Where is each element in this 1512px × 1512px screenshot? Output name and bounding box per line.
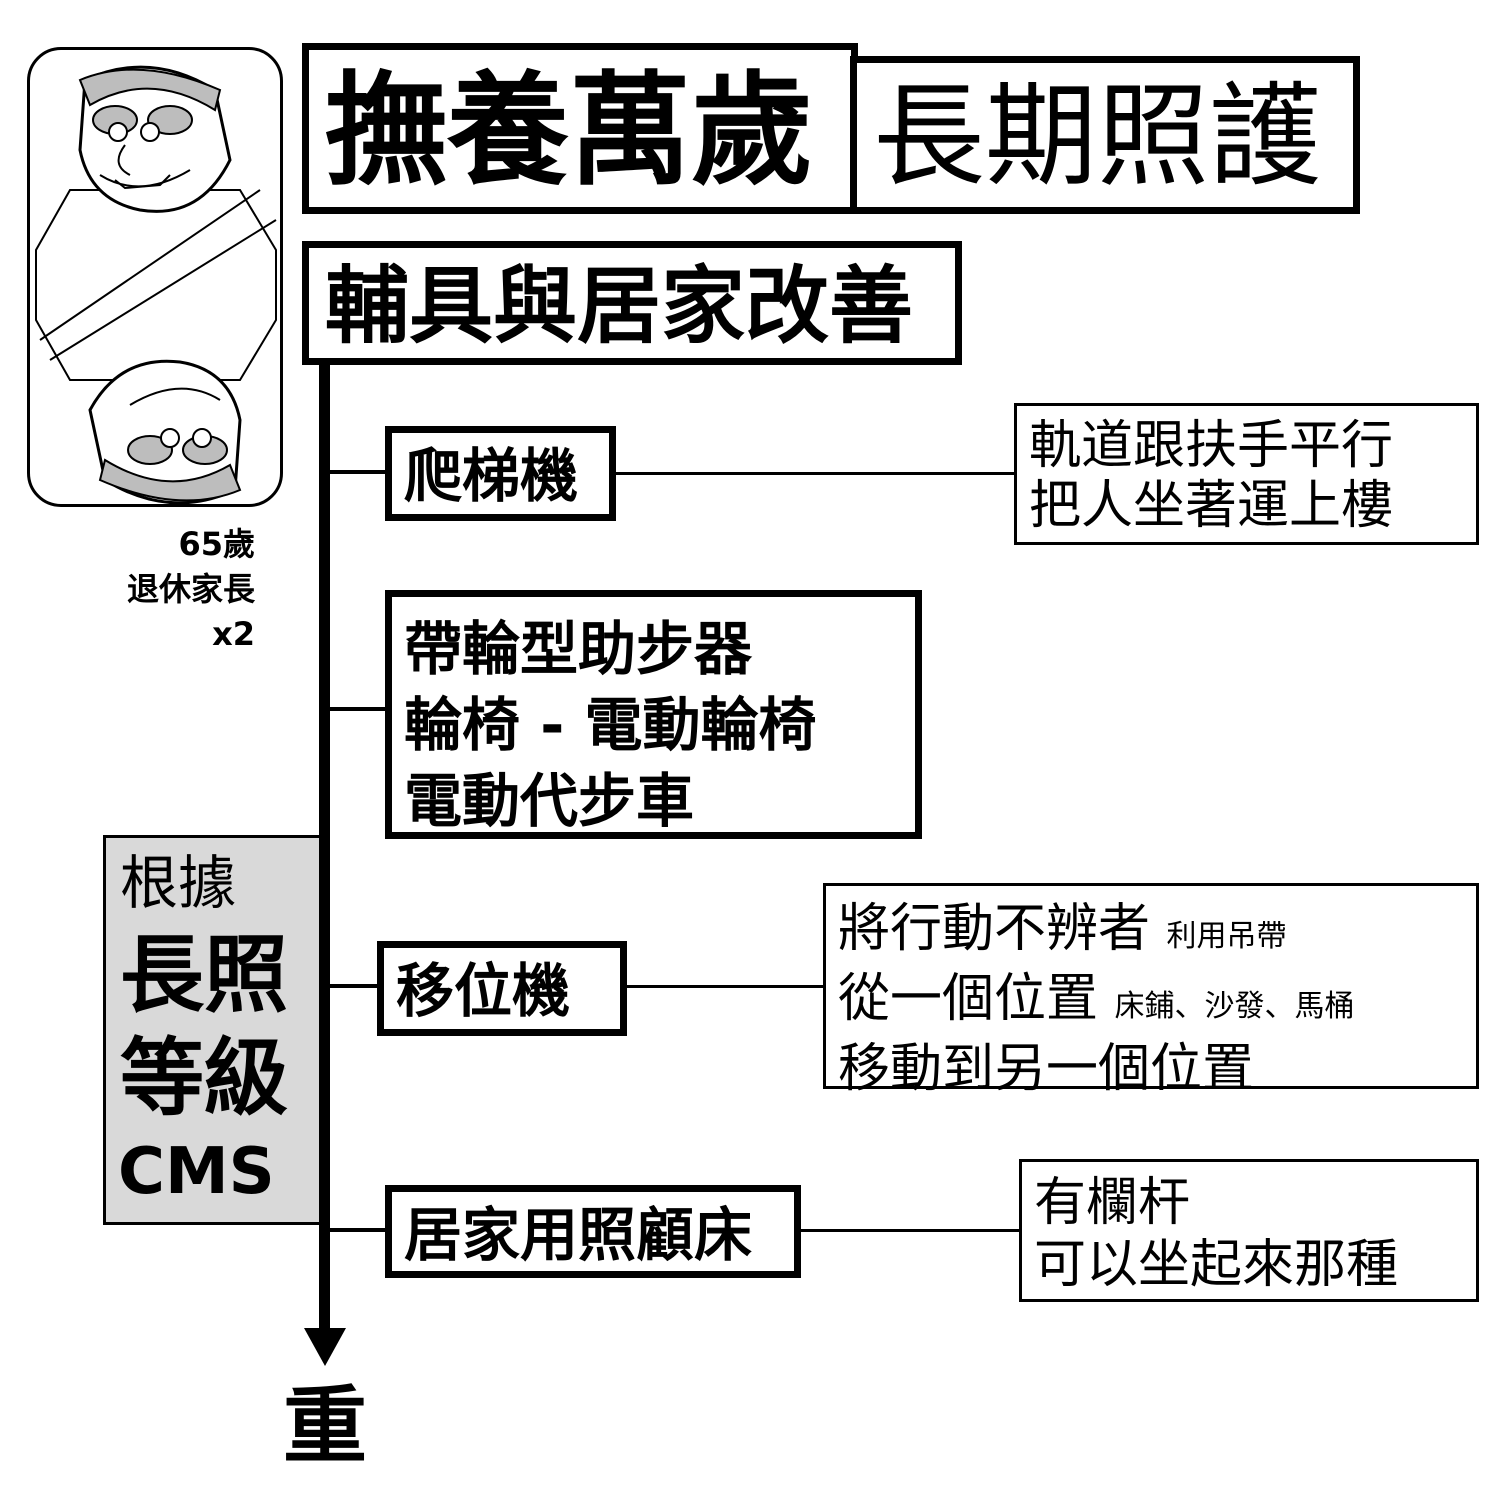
section-heading: 輔具與居家改善 <box>325 257 914 355</box>
item-transfer-lift-label: 移位機 <box>396 957 571 1025</box>
branch-line-3 <box>325 984 381 988</box>
criteria-line1: 長照 <box>120 926 289 1024</box>
item-care-bed-label: 居家用照顧床 <box>404 1201 753 1269</box>
title-box-right: 長期照護 <box>850 56 1360 214</box>
note-stair-lift-line1: 軌道跟扶手平行 <box>1029 416 1394 476</box>
note-stair-lift-line2: 把人坐著運上樓 <box>1029 476 1394 536</box>
face-bottom <box>88 359 242 504</box>
axis-line <box>319 360 330 1340</box>
note-connector-3 <box>625 985 827 988</box>
note-stair-lift: 軌道跟扶手平行 把人坐著運上樓 <box>1014 403 1479 545</box>
character-count: x2 <box>212 615 255 653</box>
character-age: 65歲 <box>178 525 255 563</box>
title-box-left: 撫養萬歲 <box>302 43 858 214</box>
branch-line-2 <box>325 707 389 711</box>
criteria-line2: 等級 <box>120 1029 289 1127</box>
title-right: 長期照護 <box>873 72 1321 202</box>
note-transfer-lift-line1-main: 將行動不辨者 <box>838 899 1151 959</box>
note-transfer-lift-line2-main: 從一個位置 <box>838 969 1099 1029</box>
item-care-bed: 居家用照顧床 <box>385 1185 801 1278</box>
criteria-line3: CMS <box>118 1135 275 1209</box>
item-transfer-lift: 移位機 <box>377 941 627 1036</box>
character-card <box>27 47 283 507</box>
note-transfer-lift-line2-small: 床鋪、沙發、馬桶 <box>1114 989 1355 1024</box>
item-mobility-aids-line3: 電動代步車 <box>404 767 695 835</box>
note-transfer-lift-line3-main: 移動到另一個位置 <box>838 1039 1255 1099</box>
title-left: 撫養萬歲 <box>325 60 813 202</box>
character-role: 退休家長 <box>126 570 255 608</box>
character-caption: 65歲 退休家長 x2 <box>80 522 255 657</box>
branch-line-4 <box>325 1228 389 1232</box>
item-mobility-aids-line1: 帶輪型助步器 <box>404 615 753 683</box>
branch-line-1 <box>325 470 389 474</box>
item-stair-lift-label: 爬梯機 <box>404 442 579 510</box>
sash-line-lower <box>49 219 277 361</box>
item-mobility-aids-line2: 輪椅 - 電動輪椅 <box>404 691 817 759</box>
character-illustration <box>35 65 277 504</box>
note-transfer-lift-line1-small: 利用吊帶 <box>1166 919 1287 954</box>
item-stair-lift: 爬梯機 <box>385 426 616 521</box>
axis-arrowhead <box>304 1328 346 1366</box>
note-transfer-lift-line1: 將行動不辨者 利用吊帶 <box>838 898 1476 968</box>
criteria-prefix: 根據 <box>120 849 237 917</box>
sash-line-upper <box>39 189 261 341</box>
item-mobility-aids: 帶輪型助步器 輪椅 - 電動輪椅 電動代步車 <box>385 590 922 839</box>
note-transfer-lift-line2: 從一個位置 床鋪、沙發、馬桶 <box>838 968 1476 1038</box>
section-heading-box: 輔具與居家改善 <box>302 241 962 365</box>
note-connector-1 <box>614 472 1017 475</box>
note-care-bed-line2: 可以坐起來那種 <box>1034 1235 1399 1295</box>
note-care-bed: 有欄杆 可以坐起來那種 <box>1019 1159 1479 1302</box>
criteria-box: 根據 長照 等級 CMS <box>103 835 324 1225</box>
note-connector-4 <box>799 1229 1023 1232</box>
character-body <box>35 189 277 381</box>
face-top <box>78 65 232 213</box>
note-transfer-lift: 將行動不辨者 利用吊帶 從一個位置 床鋪、沙發、馬桶 移動到另一個位置 <box>823 883 1479 1099</box>
note-transfer-lift-line3: 移動到另一個位置 <box>838 1038 1476 1100</box>
axis-end-label: 重 <box>283 1377 368 1475</box>
note-care-bed-line1: 有欄杆 <box>1034 1173 1191 1233</box>
